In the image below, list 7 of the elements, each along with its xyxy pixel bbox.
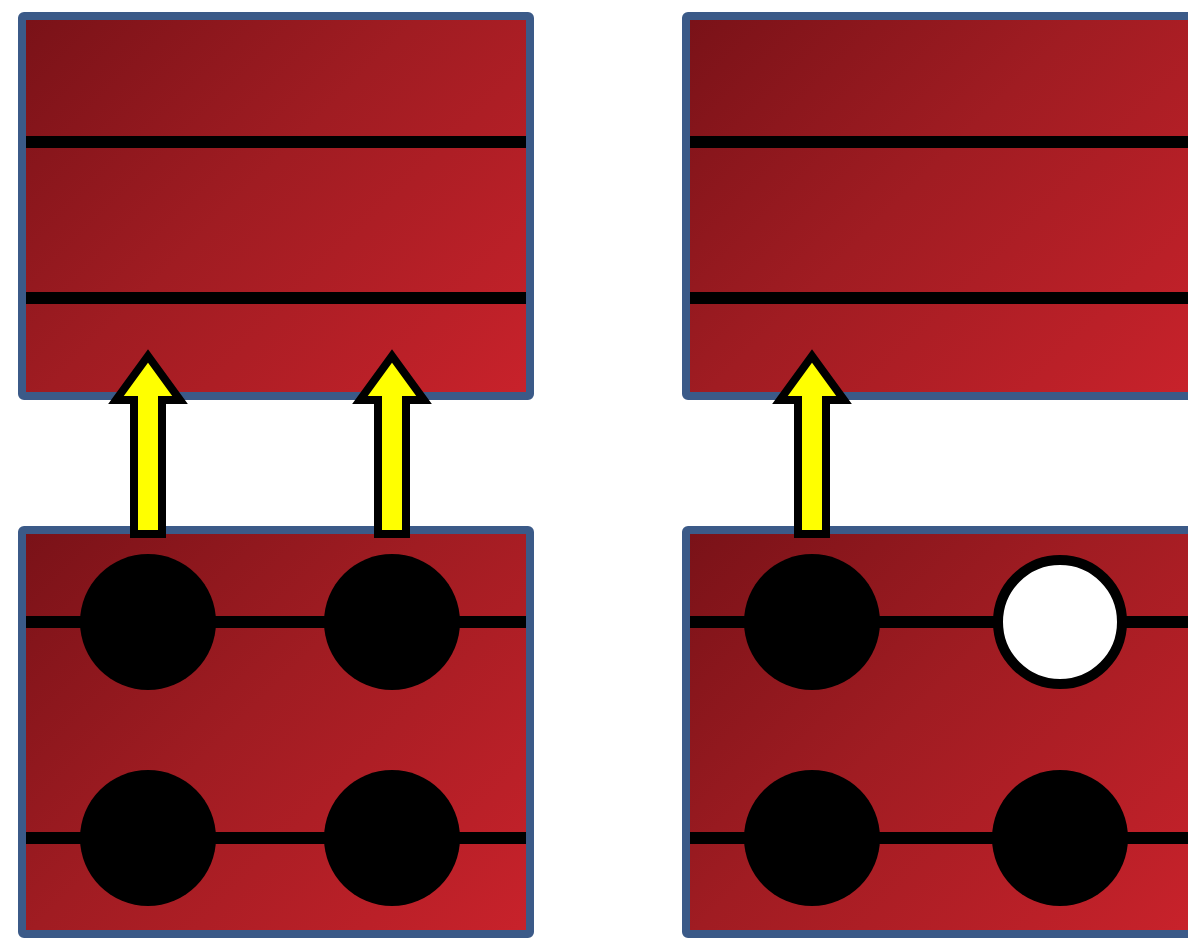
energy-band-box [682,12,1188,400]
energy-band-box [18,526,534,938]
arrow [772,349,852,538]
energy-band-box [682,526,1188,938]
energy-band-box [18,12,534,400]
arrow [352,349,432,538]
arrow [108,349,188,538]
